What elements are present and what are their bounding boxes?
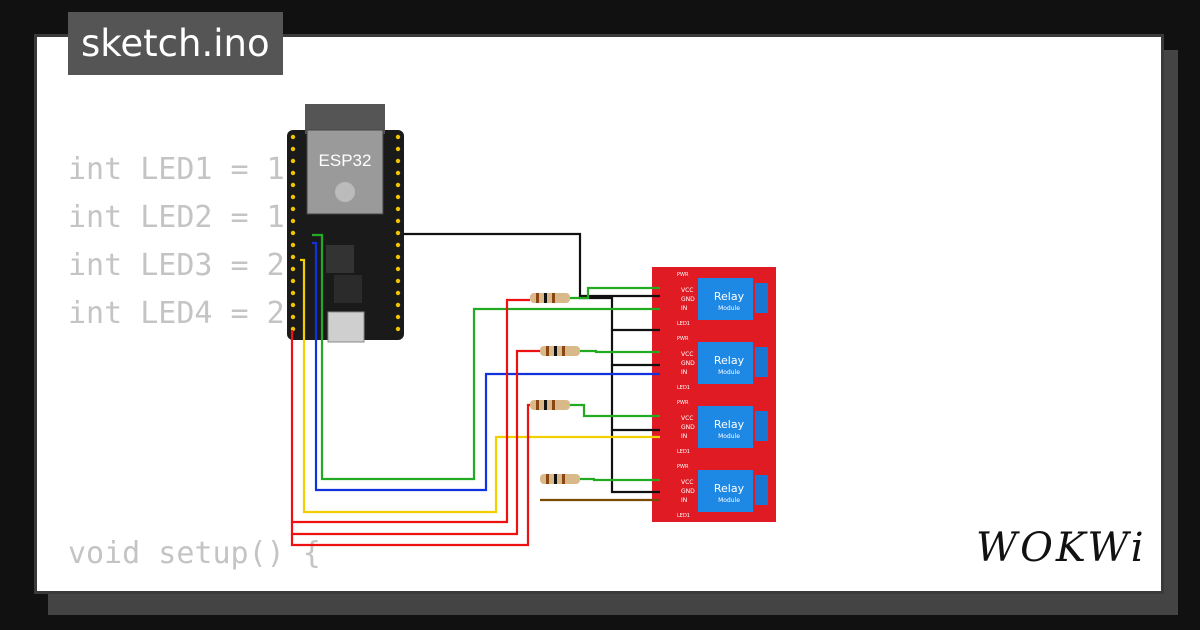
led-label-led1: LED1 <box>677 513 690 519</box>
espressif-logo-icon <box>335 182 355 202</box>
wire-green[interactable] <box>570 403 660 418</box>
pin-label-gnd: GND <box>681 424 695 431</box>
relay-label: Relay <box>714 482 745 495</box>
relay-sublabel: Module <box>718 497 740 504</box>
wire-blue[interactable] <box>312 241 660 492</box>
relay-label: Relay <box>714 354 745 367</box>
wire-green[interactable] <box>580 477 660 482</box>
led-label-pwr: PWR <box>677 272 689 278</box>
usb-port-icon <box>327 311 365 343</box>
terminal-block-icon <box>755 411 768 441</box>
code-line-1: int LED1 = 1 <box>68 152 285 187</box>
resistor-3[interactable] <box>530 400 570 410</box>
wire-green[interactable] <box>570 286 660 300</box>
code-line-2: int LED2 = 1 <box>68 200 285 235</box>
wire-black[interactable] <box>578 296 660 332</box>
pin-label-gnd: GND <box>681 488 695 495</box>
relay-label: Relay <box>714 290 745 303</box>
led-label-pwr: PWR <box>677 464 689 470</box>
wire-yellow[interactable] <box>300 258 660 514</box>
code-line-4: int LED4 = 2 <box>68 296 285 331</box>
wire-green[interactable] <box>580 349 660 354</box>
wire-black[interactable] <box>404 232 660 298</box>
resistor-2[interactable] <box>540 346 580 356</box>
pin-label-gnd: GND <box>681 360 695 367</box>
pin-label-vcc: VCC <box>681 287 693 294</box>
wire-red[interactable] <box>290 403 530 547</box>
terminal-block-icon <box>755 475 768 505</box>
pin-label-vcc: VCC <box>681 415 693 422</box>
esp32-right-pins <box>395 134 401 332</box>
terminal-block-icon <box>755 283 768 313</box>
relay-sublabel: Module <box>718 433 740 440</box>
relay-sublabel: Module <box>718 369 740 376</box>
led-label-pwr: PWR <box>677 400 689 406</box>
terminal-block-icon <box>755 347 768 377</box>
wire-green[interactable] <box>312 233 660 481</box>
pin-label-gnd: GND <box>681 296 695 303</box>
relay-module-1[interactable]: Relay Module VCC GND IN PWR LED1 <box>677 272 768 327</box>
code-line-setup: void setup() { <box>68 536 321 571</box>
pin-label-vcc: VCC <box>681 479 693 486</box>
relay-module-2[interactable]: Relay Module VCC GND IN PWR LED1 <box>677 336 768 391</box>
pin-label-vcc: VCC <box>681 351 693 358</box>
wire-red[interactable] <box>290 349 540 536</box>
wire-red[interactable] <box>290 298 530 524</box>
relay-label: Relay <box>714 418 745 431</box>
led-label-led1: LED1 <box>677 385 690 391</box>
led-label-led1: LED1 <box>677 321 690 327</box>
code-line-3: int LED3 = 2 <box>68 248 285 283</box>
relay-sublabel: Module <box>718 305 740 312</box>
file-tab[interactable]: sketch.ino <box>68 12 283 75</box>
pin-label-in: IN <box>681 305 687 312</box>
wokwi-logo: WOKWi <box>976 525 1147 571</box>
esp32-label: ESP32 <box>319 151 372 170</box>
resistor-4[interactable] <box>540 474 580 484</box>
led-label-pwr: PWR <box>677 336 689 342</box>
relay-module-3[interactable]: Relay Module VCC GND IN PWR LED1 <box>677 400 768 455</box>
pin-label-in: IN <box>681 497 687 504</box>
resistor-1[interactable] <box>530 293 570 303</box>
relay-module-4[interactable]: Relay Module VCC GND IN PWR LED1 <box>677 464 768 519</box>
led-label-led1: LED1 <box>677 449 690 455</box>
wire-black[interactable] <box>610 430 660 494</box>
pin-label-in: IN <box>681 369 687 376</box>
pin-label-in: IN <box>681 433 687 440</box>
